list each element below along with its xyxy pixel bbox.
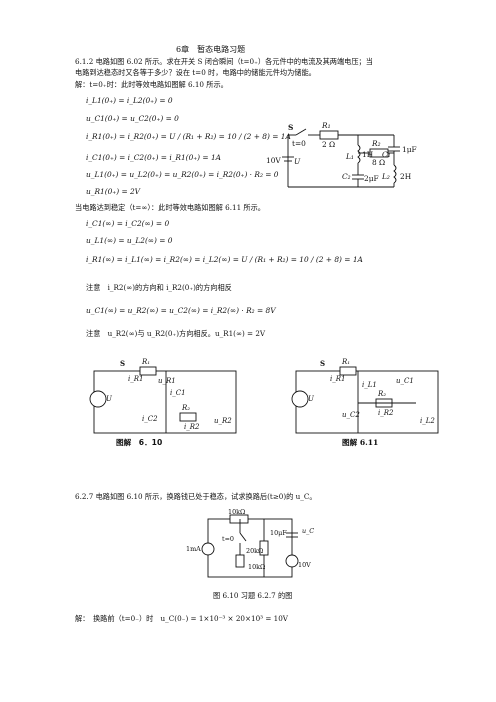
fig611-caption: 图解 6.11 bbox=[342, 437, 378, 447]
fig610-ir1: i_R1 bbox=[128, 375, 143, 383]
fig611-uc1: u_C1 bbox=[396, 377, 414, 385]
circuit2-t0: t=0 bbox=[222, 535, 234, 543]
l1-value: 1H bbox=[362, 150, 374, 159]
equation-6: u_R1(0₊) = 2V bbox=[86, 187, 141, 196]
fig610-ic2: i_C2 bbox=[142, 415, 158, 423]
figure-610-caption: 图 6.10 习题 6.2.7 的图 bbox=[213, 591, 293, 600]
fig611-ir1: i_R1 bbox=[330, 375, 345, 383]
r1-value: 2 Ω bbox=[322, 140, 335, 149]
problem-text-line-2: 电路到达稳态时又各等于多少？设在 t=0 时，电路中的储能元件均为储能。 bbox=[75, 68, 316, 77]
switch-time-label: t=0 bbox=[292, 139, 306, 148]
problem-2-solution: 解： 换路前（t=0₋）时 u_C(0₋) = 1×10⁻³ × 20×10³ … bbox=[75, 614, 288, 623]
equation-3: i_R1(0₊) = i_R2(0₊) = U / (R₁ + R₂) = 10… bbox=[86, 132, 291, 141]
steady-state-text: 当电路达到稳定（t=∞）：此时等效电路如图解 6.11 所示。 bbox=[75, 203, 265, 212]
r1-label: R₁ bbox=[321, 121, 331, 130]
equation-9: i_R1(∞) = i_L1(∞) = i_R2(∞) = i_L2(∞) = … bbox=[86, 255, 363, 264]
circuit2-cap: 10μF bbox=[270, 529, 287, 537]
fig610-caption: 图解 6．10 bbox=[116, 437, 162, 447]
fig610-switch: S bbox=[120, 359, 125, 368]
fig610-ur1: u_R1 bbox=[158, 377, 176, 385]
note-2: 注意 u_R2(∞)与 u_R2(0₊)方向相反。u_R1(∞) = 2V bbox=[86, 329, 266, 338]
equation-10: u_C1(∞) = u_R2(∞) = u_C2(∞) = i_R2(∞) · … bbox=[86, 306, 276, 315]
l2-label: L₂ bbox=[381, 172, 390, 181]
fig611-r1: R₁ bbox=[341, 358, 350, 366]
fig610-r2: R₂ bbox=[181, 404, 190, 412]
c2-value: 2μF bbox=[364, 174, 379, 183]
circuit2-r-bot: 10kΩ bbox=[248, 563, 265, 571]
c2-label: C₂ bbox=[342, 172, 351, 181]
r2-label: R₂ bbox=[371, 139, 381, 148]
equation-5: u_L1(0₊) = u_L2(0₊) = u_R2(0₊) = i_R2(0₊… bbox=[86, 170, 279, 179]
fig611-r2: R₂ bbox=[377, 390, 386, 398]
r2-value: 8 Ω bbox=[372, 158, 385, 167]
equation-8: u_L1(∞) = u_L2(∞) = 0 bbox=[86, 236, 173, 245]
c1-label: C₁ bbox=[382, 150, 391, 159]
c1-value: 1μF bbox=[402, 145, 417, 154]
circuit-diagram-1: S t=0 R₁ 2 Ω L₁ 1H R₂ 8 Ω C₁ 1μF C₂ 2μF … bbox=[266, 121, 417, 188]
equation-2: u_C1(0₊) = u_C2(0₊) = 0 bbox=[86, 114, 179, 123]
circuit2-r-mid: 20kΩ bbox=[246, 547, 263, 555]
solution-intro: 解：t=0₊时：此时等效电路如图解 6.10 所示。 bbox=[75, 80, 228, 89]
source-value: 10V bbox=[266, 156, 281, 165]
fig610-ur2: u_R2 bbox=[214, 417, 232, 425]
fig610-ic1: i_C1 bbox=[170, 389, 186, 397]
fig610-r1: R₁ bbox=[141, 358, 150, 366]
figure-6-10: S R₁ R₂ U i_R1 i_R2 i_C1 i_C2 u_R1 u_R2 … bbox=[89, 358, 237, 447]
fig611-switch: S bbox=[320, 359, 325, 368]
note-1: 注意 i_R2(∞)的方向和 i_R2(0₊)的方向相反 bbox=[86, 283, 232, 292]
figure-6-11: S R₁ R₂ U i_R1 i_L1 i_L2 i_R2 u_C1 u_C2 … bbox=[291, 358, 439, 447]
circuit2-src-v: 10V bbox=[298, 561, 311, 569]
l2-value: 2H bbox=[400, 172, 412, 181]
chapter-title: 6章 暂态电路习题 bbox=[176, 45, 246, 54]
fig611-u: U bbox=[308, 395, 315, 403]
fig611-ir2: i_R2 bbox=[378, 409, 394, 417]
problem-text-line-1: 6.1.2 电路如图 6.02 所示。求在开关 S 闭合瞬间（t=0₊）各元件中… bbox=[75, 57, 373, 66]
fig610-ir2: i_R2 bbox=[184, 423, 200, 431]
source-u-label: U bbox=[294, 157, 301, 166]
fig611-il2: i_L2 bbox=[420, 417, 435, 425]
equation-7: i_C1(∞) = i_C2(∞) = 0 bbox=[86, 219, 170, 228]
circuit-diagram-2: 10kΩ t=0 10kΩ 20kΩ 10μF u_C 1mA 10V bbox=[186, 508, 314, 578]
switch-label: S bbox=[288, 123, 293, 132]
fig610-u: U bbox=[106, 395, 113, 403]
fig611-uc2: u_C2 bbox=[342, 411, 360, 419]
circuit2-uc: u_C bbox=[302, 527, 314, 535]
circuit2-r-top: 10kΩ bbox=[228, 508, 245, 516]
fig611-il1: i_L1 bbox=[362, 381, 377, 389]
circuit2-src-i: 1mA bbox=[186, 545, 201, 553]
problem-2-text: 6.2.7 电路如图 6.10 所示，换路钱已处于稳态，试求换路后(t≥0)的 … bbox=[75, 492, 317, 501]
l1-label: L₁ bbox=[345, 152, 354, 161]
equation-4: i_C1(0₊) = i_C2(0₊) = i_R1(0₊) = 1A bbox=[86, 153, 221, 162]
equation-1: i_L1(0₊) = i_L2(0₊) = 0 bbox=[86, 96, 173, 105]
